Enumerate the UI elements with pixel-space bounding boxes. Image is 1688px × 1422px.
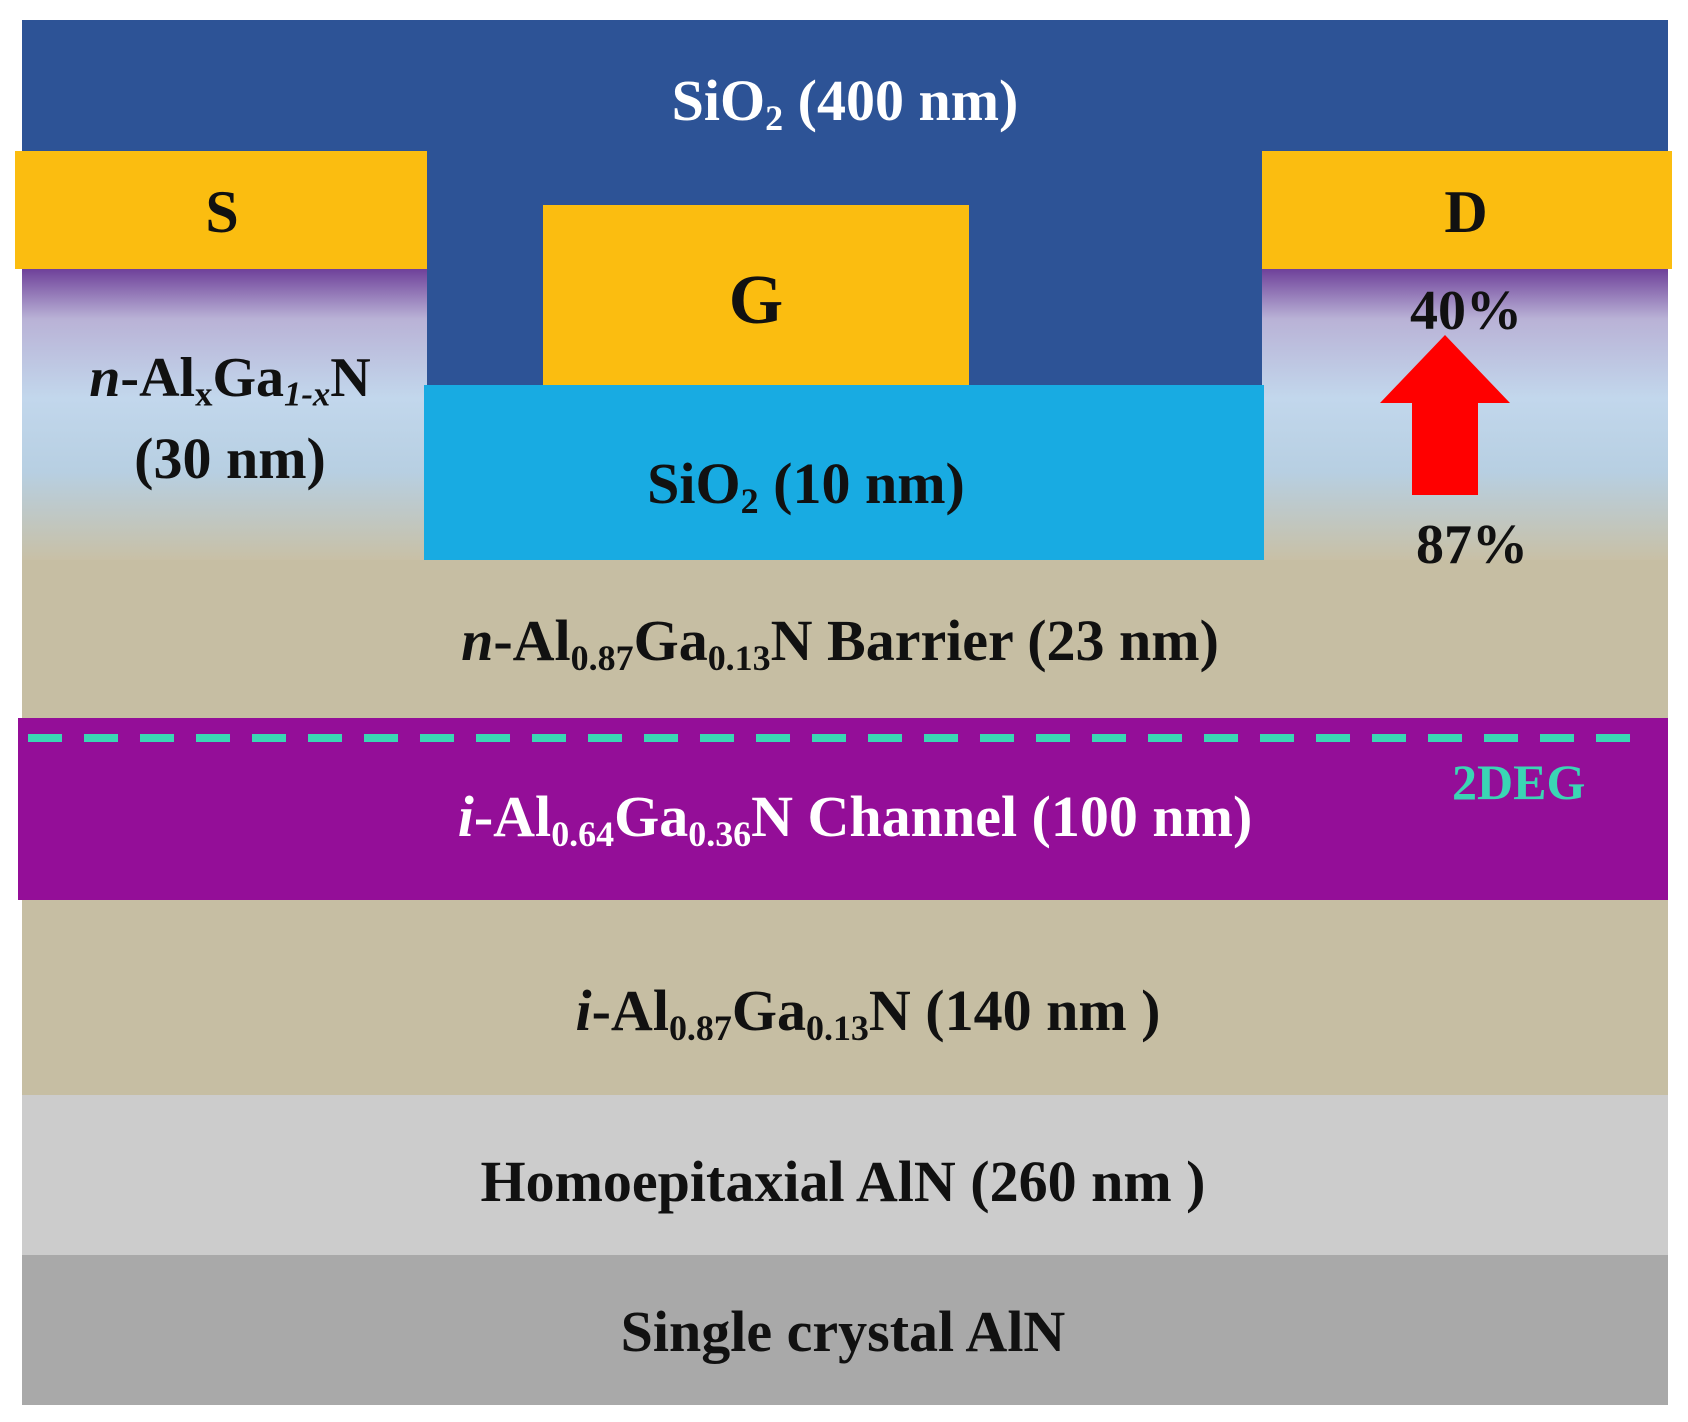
homoepitaxial-label: Homoepitaxial AlN (260 nm ) — [480, 1149, 1206, 1214]
graded-algan-thickness: (30 nm) — [134, 426, 326, 491]
drain-contact — [1262, 151, 1672, 269]
grading-top-percent: 40% — [1410, 280, 1522, 342]
channel-layer — [18, 718, 1668, 900]
2deg-label: 2DEG — [1452, 754, 1586, 810]
buffer-layer — [22, 900, 1668, 1095]
channel-label: i-Al0.64Ga0.36N Channel (100 nm) — [457, 784, 1253, 855]
sio2-thin-label: SiO2 (10 nm) — [647, 451, 965, 522]
grading-arrow-icon — [1380, 335, 1510, 495]
sio2-thick-label: SiO2 (400 nm) — [671, 68, 1019, 139]
graded-algan-label: n-AlxGa1-xN — [89, 347, 371, 414]
barrier-label: n-Al0.87Ga0.13N Barrier (23 nm) — [461, 608, 1219, 679]
substrate-label: Single crystal AlN — [620, 1299, 1066, 1364]
source-contact — [15, 151, 427, 269]
source-label: S — [205, 179, 239, 245]
sio2-gate-dielectric — [424, 385, 1264, 560]
buffer-label: i-Al0.87Ga0.13N (140 nm ) — [575, 978, 1161, 1049]
2deg-dashed-line — [28, 734, 1648, 742]
barrier-layer — [22, 560, 1668, 718]
gate-label: G — [728, 262, 784, 339]
drain-label: D — [1444, 179, 1488, 245]
grading-bottom-percent: 87% — [1416, 514, 1528, 576]
homoepitaxial-aln-layer — [22, 1095, 1668, 1255]
graded-algan-left-region — [22, 266, 427, 560]
substrate-layer — [22, 1255, 1668, 1405]
gate-contact — [543, 205, 969, 385]
